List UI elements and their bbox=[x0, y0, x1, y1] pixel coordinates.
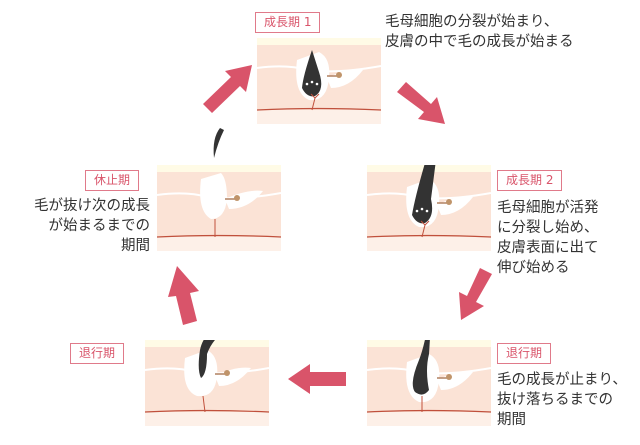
label-anagen2: 成長期 2 bbox=[497, 170, 563, 191]
skin-panel-catagen-late bbox=[145, 340, 269, 426]
skin-panel-anagen2 bbox=[367, 165, 491, 251]
label-anagen1: 成長期 1 bbox=[255, 12, 321, 33]
desc-line: 抜け落ちるまでの bbox=[497, 392, 613, 408]
arrow-late-to-telogen bbox=[168, 266, 199, 325]
label-catagen-late: 退行期 bbox=[70, 343, 125, 364]
desc-line: 伸び始める bbox=[497, 260, 570, 276]
desc-line: に分裂し始め、 bbox=[497, 220, 599, 236]
desc-line: 期間 bbox=[121, 238, 150, 254]
desc-line: が始まるまでの bbox=[48, 218, 151, 234]
desc-line: 毛が抜け次の成長 bbox=[34, 198, 150, 214]
shed-hair bbox=[213, 128, 224, 158]
label-catagen: 退行期 bbox=[497, 343, 552, 364]
arrow-anagen1-to-anagen2 bbox=[397, 82, 445, 124]
desc-line: 期間 bbox=[497, 412, 526, 428]
arrow-telogen-to-anagen1 bbox=[203, 65, 252, 113]
desc-anagen2: 毛母細胞が活発 に分裂し始め、 皮膚表面に出て 伸び始める bbox=[497, 198, 599, 278]
arrow-catagen-to-late bbox=[288, 364, 346, 394]
desc-line: 毛の成長が止まり、 bbox=[497, 372, 627, 388]
arrow-anagen2-to-catagen bbox=[459, 268, 492, 320]
desc-line: 皮膚の中で毛の成長が始まる bbox=[385, 34, 574, 50]
skin-panel-catagen bbox=[367, 340, 491, 426]
desc-line: 皮膚表面に出て bbox=[497, 240, 599, 256]
label-telogen: 休止期 bbox=[85, 170, 140, 191]
skin-panel-telogen bbox=[157, 165, 281, 251]
desc-telogen: 毛が抜け次の成長 が始まるまでの 期間 bbox=[34, 196, 150, 256]
skin-panel-anagen1 bbox=[257, 38, 381, 124]
desc-line: 毛母細胞の分裂が始まり、 bbox=[385, 14, 559, 30]
desc-anagen1: 毛母細胞の分裂が始まり、 皮膚の中で毛の成長が始まる bbox=[385, 12, 574, 52]
desc-line: 毛母細胞が活発 bbox=[497, 200, 599, 216]
desc-catagen: 毛の成長が止まり、 抜け落ちるまでの 期間 bbox=[497, 370, 627, 430]
